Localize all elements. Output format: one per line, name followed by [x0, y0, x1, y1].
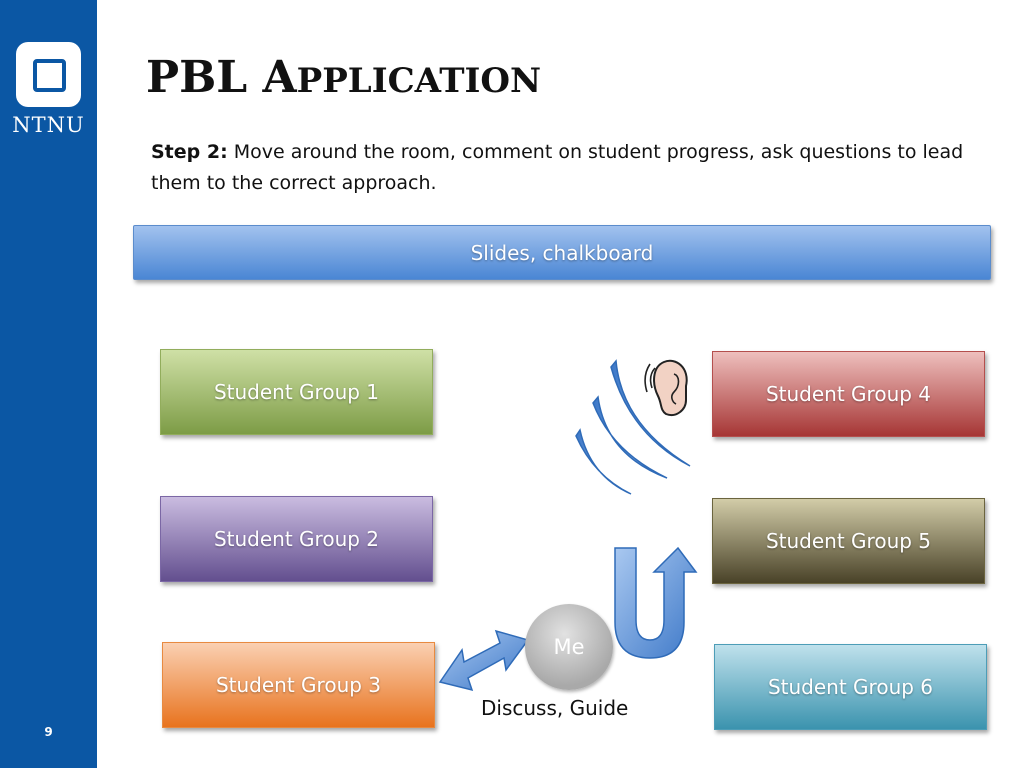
discuss-guide-label: Discuss, Guide — [481, 696, 629, 720]
student-group-3-box: Student Group 3 — [162, 642, 435, 728]
u-turn-arrow-icon — [614, 546, 698, 659]
student-group-6-box: Student Group 6 — [714, 644, 987, 730]
student-group-1-box: Student Group 1 — [160, 349, 433, 435]
student-group-4-box: Student Group 4 — [712, 351, 985, 437]
logo-square-icon — [33, 59, 66, 92]
student-group-5-box: Student Group 5 — [712, 498, 985, 584]
logo-text: NTNU — [12, 113, 85, 137]
step-label: Step 2: — [151, 141, 228, 163]
page-title: PBL APPLICATION — [146, 52, 541, 103]
ear-icon — [644, 359, 688, 416]
page-number: 9 — [44, 725, 53, 739]
me-circle: Me — [525, 604, 613, 690]
sound-wave-icon — [575, 359, 691, 495]
step-description: Step 2: Move around the room, comment on… — [151, 137, 1001, 199]
title-rest: PPLICATION — [296, 61, 542, 101]
sidebar: NTNU 9 — [0, 0, 97, 768]
title-cap: A — [262, 52, 297, 103]
step-text: Move around the room, comment on student… — [151, 141, 964, 194]
student-group-2-box: Student Group 2 — [160, 496, 433, 582]
title-first: PBL — [146, 52, 263, 103]
double-arrow-icon — [438, 629, 530, 692]
ntnu-logo — [16, 42, 81, 107]
slides-chalkboard-box: Slides, chalkboard — [133, 225, 991, 280]
